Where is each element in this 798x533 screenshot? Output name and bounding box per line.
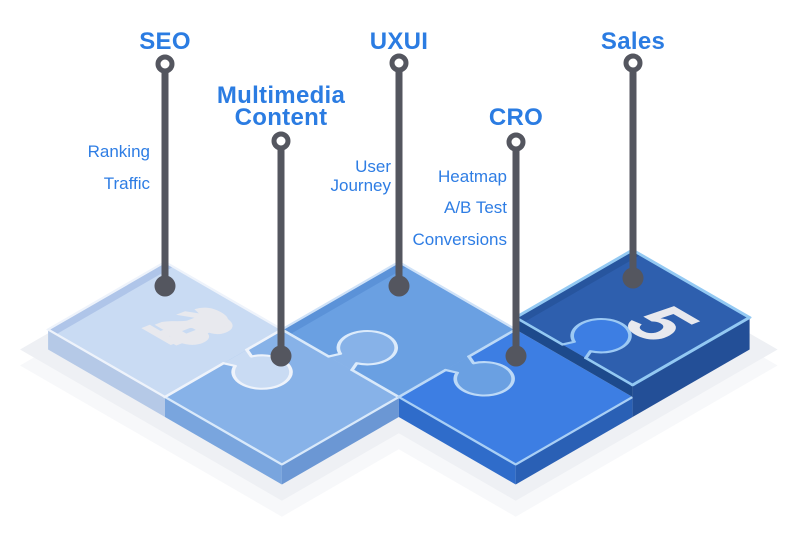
step-1-title: SEO [139,28,191,55]
pin-seo [154,54,176,297]
piece-4-side-left [398,397,516,485]
tab-3-outline [443,355,515,397]
pin-dot-icon [154,275,176,297]
step-4-metric-ab-test: A/B Test [444,198,507,217]
tab-piece-2-into-3 [328,330,397,371]
step-2-title-line-2: Content [235,104,328,131]
piece-5-side-right [632,317,750,417]
piece-5-rim [513,248,752,387]
piece-5-side-left [515,317,633,397]
piece-2-side-left [165,397,282,485]
piece-1-bevel [48,262,174,335]
pin-sales [622,53,644,289]
step-1-metric-ranking: Ranking [88,142,150,161]
tab-piece-3-into-4 [445,356,514,396]
seam-3-4 [396,328,518,399]
pin-dot-icon [622,267,644,289]
pieces-top-group: 1 2 3 4 [46,261,635,466]
piece-4-side-right [515,397,633,485]
piece-1-rim [46,261,284,398]
pin-head-ring-icon [271,131,291,151]
piece-side-faces [48,329,633,485]
pin-head-ring-icon [389,53,409,73]
piece-1-side [48,329,165,417]
piece-4-rim [397,396,635,466]
piece-2-rim [163,396,401,466]
step-1-metric-traffic: Traffic [104,174,151,193]
pin-uxui [388,53,410,297]
pin-multimedia [270,131,292,367]
seam-4-5 [513,316,635,387]
pin-head-ring-icon [506,132,526,152]
pin-dot-icon [388,275,410,297]
pin-head-ring-icon [623,53,643,73]
pin-dot-icon [505,345,527,367]
tab-4-outline [560,317,632,360]
piece-5-bevel [515,250,641,323]
tab-2-outline [326,329,399,372]
pins-group [154,53,644,367]
step-2-title-line-1: Multimedia [217,82,346,109]
piece-5-sides [515,317,750,417]
step-4-title: CRO [489,104,543,131]
step-3-metric-user: User [355,157,391,176]
seam-2-3 [280,328,401,399]
pin-head-ring-icon [155,54,175,74]
tab-piece-4-into-5 [562,318,631,359]
step-3-metric-journey: Journey [331,176,392,195]
piece-5-top-group: 5 [513,248,752,387]
pin-dot-icon [270,345,292,367]
step-4-metric-heatmap: Heatmap [438,167,507,186]
pin-cro [505,132,527,367]
step-4-metric-conversions: Conversions [413,230,508,249]
seam-1-2 [163,328,284,399]
piece-3-bevel [281,262,407,335]
piece-2-side-right [281,397,399,485]
step-3-title: UXUI [370,28,429,55]
step-5-title: Sales [601,28,665,55]
